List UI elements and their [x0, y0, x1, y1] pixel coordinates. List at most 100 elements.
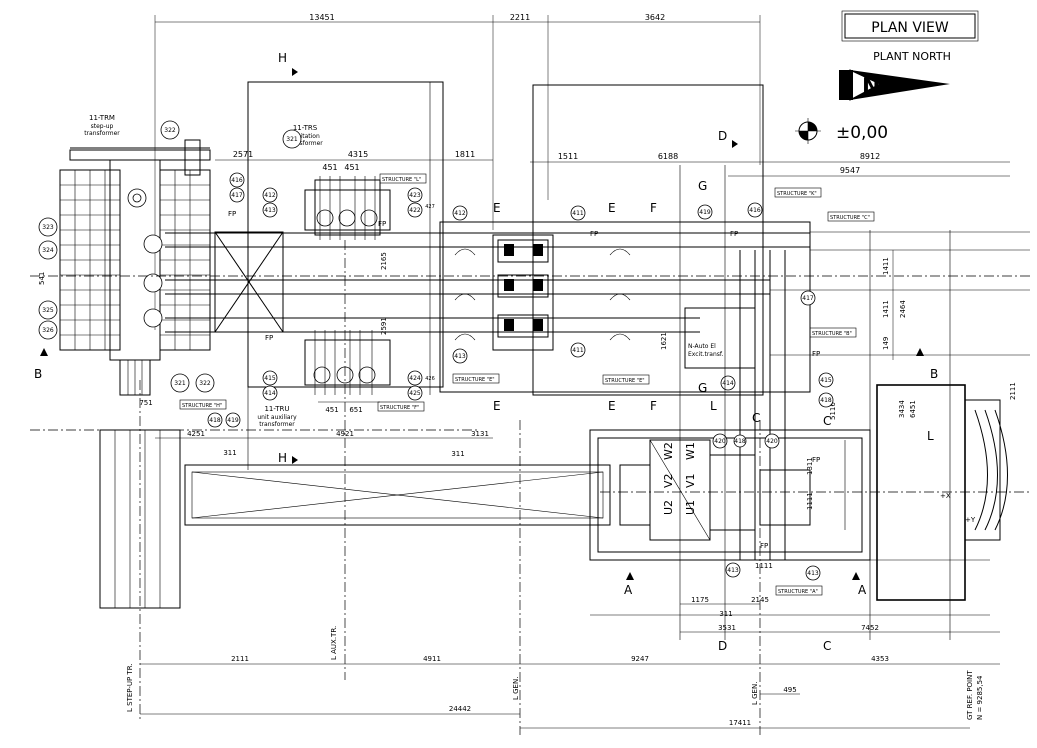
- fp-8: FP: [760, 542, 768, 550]
- callout-418-a: 418: [209, 417, 221, 424]
- terminal-w2: W2: [662, 442, 675, 460]
- cable-tray: [99, 429, 611, 609]
- fp-7: FP: [812, 456, 820, 464]
- dim-2571: 2571: [233, 150, 253, 159]
- axis-gen-2: L GEN.: [751, 682, 759, 705]
- callout-413-d: 413: [807, 570, 819, 577]
- section-e-4: E: [608, 399, 616, 413]
- aux-line2: unit auxiliary: [257, 414, 297, 421]
- section-c-2: C: [823, 639, 831, 653]
- step-up-line3: transformer: [84, 130, 120, 137]
- dim-17411: 17411: [729, 719, 751, 727]
- dim-6451: 6451: [909, 400, 917, 418]
- callout-414-a: 414: [264, 390, 276, 397]
- aux-line3: transformer: [259, 421, 295, 428]
- callout-411-a: 411: [572, 210, 584, 217]
- terminal-v1: V1: [684, 473, 697, 488]
- axis-step-up: L STEP-UP TR.: [126, 663, 134, 712]
- dim-4315: 4315: [348, 150, 368, 159]
- plant-north-label: PLANT NORTH: [873, 50, 951, 63]
- callout-413-a: 413: [264, 207, 276, 214]
- section-d-top: D: [718, 129, 727, 143]
- callout-423: 423: [409, 192, 421, 199]
- dim-1621: 1621: [660, 332, 668, 350]
- dim-2111-r: 2111: [1009, 382, 1017, 400]
- section-f-2: F: [650, 399, 657, 413]
- dim-451-b: 451: [344, 163, 359, 172]
- callout-418-b: 418: [820, 397, 832, 404]
- callout-323: 323: [42, 224, 54, 231]
- section-b-left: B: [34, 367, 42, 381]
- bottom-dimensions: 1175 311 2145 3531 7452 2111 4911 9247 4…: [140, 596, 1000, 729]
- callout-417-b: 417: [802, 295, 814, 302]
- fixed-point-marks: FP FP FP FP FP FP FP FP: [228, 210, 820, 550]
- plus-y: +Y: [965, 516, 976, 524]
- structure-b: STRUCTURE "B": [812, 331, 852, 337]
- callout-416-a: 416: [231, 177, 243, 184]
- neutral-excitation-box: N-Auto El Excit.transf. 1621: [660, 307, 756, 369]
- dim-2211: 2211: [510, 13, 530, 22]
- axis-gt-ref: GT REF. POINT: [966, 670, 974, 720]
- dim-9247: 9247: [631, 655, 649, 663]
- callout-412-a: 412: [264, 192, 276, 199]
- step-up-transformer: 11-TRM step-up transformer: [59, 114, 211, 396]
- callout-425: 425: [409, 390, 421, 397]
- section-l-1: L: [710, 399, 717, 413]
- fp-2: FP: [265, 334, 273, 342]
- callout-418-c: 418: [734, 438, 746, 445]
- callout-322-b: 322: [199, 380, 211, 387]
- callout-417-a: 417: [231, 192, 243, 199]
- terminal-v2: V2: [662, 473, 675, 488]
- dim-4251: 4251: [187, 430, 205, 438]
- callout-326: 326: [42, 327, 54, 334]
- excitation-line2: excitation: [290, 133, 320, 140]
- callout-420-a: 420: [714, 438, 726, 445]
- excitation-tag: 11-TRS: [293, 124, 318, 132]
- dim-4353: 4353: [871, 655, 889, 663]
- callout-321-b: 321: [174, 380, 186, 387]
- dim-1511: 1511: [558, 152, 578, 161]
- callout-416-b: 416: [749, 207, 761, 214]
- callout-412-b: 412: [454, 210, 466, 217]
- dim-451-a: 451: [322, 163, 337, 172]
- terminal-u2: U2: [662, 500, 675, 515]
- terminal-w1: W1: [684, 442, 697, 460]
- structure-e-left: STRUCTURE "E": [455, 377, 495, 383]
- structure-outlines: [590, 165, 1030, 640]
- callout-322-a: 322: [164, 127, 176, 134]
- fp-1: FP: [228, 210, 236, 218]
- callout-414-b: 414: [722, 380, 734, 387]
- section-a-2: A: [858, 583, 867, 597]
- neutral-line1: N-Auto El: [688, 343, 716, 350]
- structure-f: STRUCTURE "F": [380, 405, 419, 411]
- section-g-2: G: [698, 381, 707, 395]
- dim-4921: 4921: [336, 430, 354, 438]
- neutral-line2: Excit.transf.: [688, 351, 724, 358]
- section-b-right: B: [930, 367, 938, 381]
- dim-1311: 1311: [806, 457, 814, 475]
- callout-420-b: 420: [766, 438, 778, 445]
- callout-413-b: 413: [454, 353, 466, 360]
- aux-tag: 11-TRU: [264, 405, 289, 413]
- section-a-1: A: [624, 583, 633, 597]
- axis-gen-1: L GEN.: [512, 677, 520, 700]
- dim-1411-b: 1411: [882, 300, 890, 318]
- plus-x: +X: [940, 492, 951, 500]
- generator: U2 V2 W2 U1 V1 W1: [589, 250, 871, 561]
- dim-5116: 5116: [829, 402, 837, 420]
- dim-24442: 24442: [449, 705, 471, 713]
- structure-h: STRUCTURE "H": [182, 403, 222, 409]
- callout-426: 426: [425, 376, 435, 382]
- dim-1175: 1175: [691, 596, 709, 604]
- section-e-3: E: [493, 399, 501, 413]
- dim-751: 751: [139, 399, 152, 407]
- dim-651-aux: 651: [349, 406, 362, 414]
- title-block: PLAN VIEW: [841, 10, 979, 42]
- dim-1411-a: 1411: [882, 257, 890, 275]
- structure-l: STRUCTURE "L": [382, 177, 421, 183]
- section-h-top: H: [278, 51, 287, 65]
- structure-c: STRUCTURE "C": [830, 215, 870, 221]
- dim-149: 149: [882, 337, 890, 350]
- callout-415-b: 415: [820, 377, 832, 384]
- callout-424: 424: [409, 375, 421, 382]
